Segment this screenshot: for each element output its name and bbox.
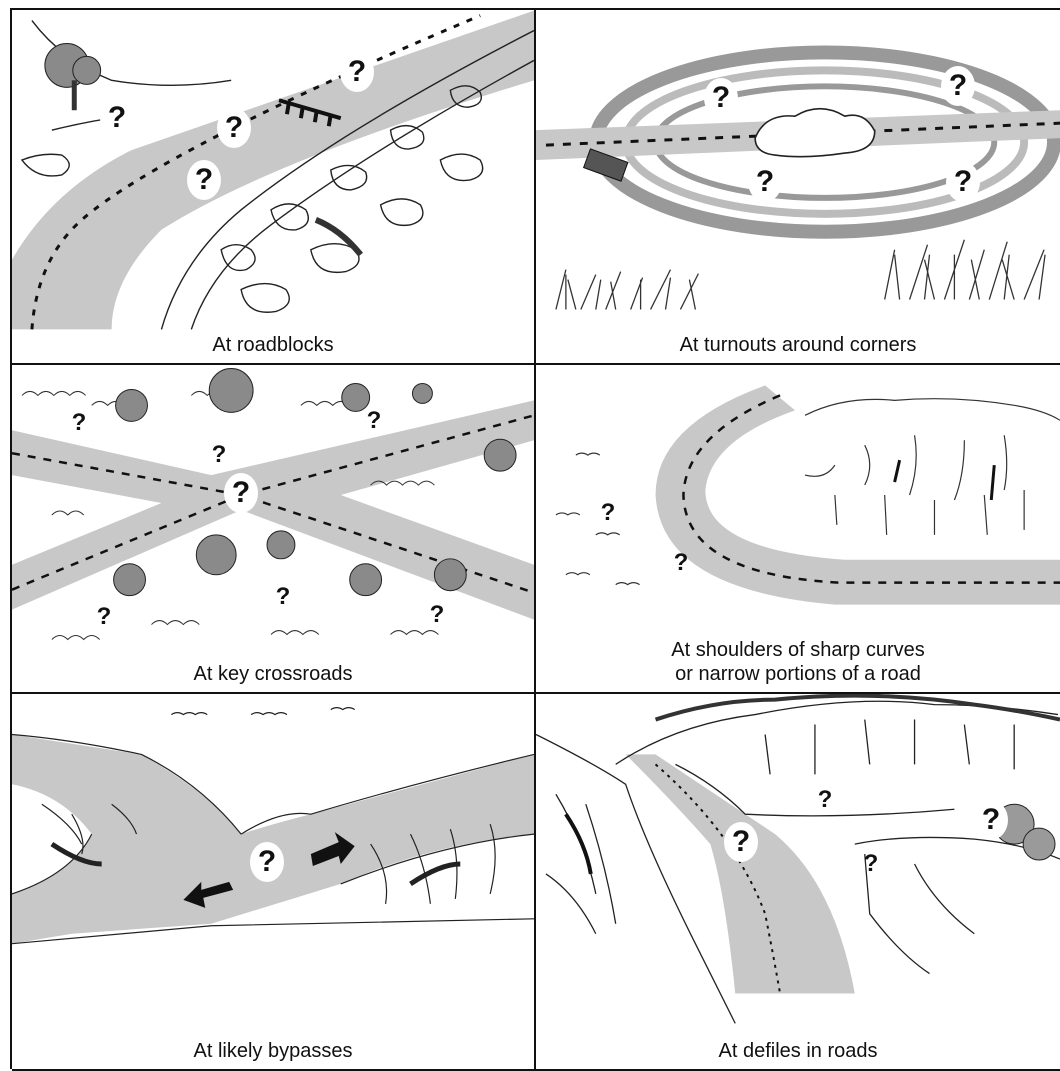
question-marker: ? — [187, 160, 221, 200]
panel-caption: At roadblocks — [12, 333, 534, 357]
turnouts-scene — [536, 10, 1060, 330]
question-marker: ? — [941, 66, 975, 106]
panel-bypasses: ? At likely bypasses — [12, 694, 536, 1071]
question-marker: ? — [974, 800, 1008, 840]
question-marker: ? — [946, 162, 980, 202]
question-marker: ? — [357, 401, 391, 441]
illustration-grid: ? ? ? ? At roadblocks ? ? ? ? At turnout… — [10, 8, 1060, 1069]
question-marker: ? — [704, 78, 738, 118]
question-marker: ? — [202, 435, 236, 475]
question-marker: ? — [100, 98, 134, 138]
panel-roadblocks: ? ? ? ? At roadblocks — [12, 10, 536, 365]
question-marker: ? — [664, 543, 698, 583]
defiles-scene — [536, 694, 1060, 1034]
panel-caption: At key crossroads — [12, 662, 534, 686]
roadblocks-scene — [12, 10, 534, 330]
question-marker: ? — [808, 780, 842, 820]
panel-defiles: ? ? ? ? At defiles in roads — [536, 694, 1060, 1071]
panel-caption: At likely bypasses — [12, 1039, 534, 1063]
question-marker: ? — [724, 822, 758, 862]
question-marker: ? — [62, 403, 96, 443]
question-marker: ? — [591, 493, 625, 533]
question-marker: ? — [87, 597, 121, 637]
panel-sharp-curves: ? ? At shoulders of sharp curves or narr… — [536, 365, 1060, 694]
question-marker: ? — [250, 842, 284, 882]
panel-caption: At turnouts around corners — [536, 333, 1060, 357]
panel-turnouts: ? ? ? ? At turnouts around corners — [536, 10, 1060, 365]
question-marker: ? — [340, 52, 374, 92]
question-marker: ? — [217, 108, 251, 148]
question-marker: ? — [854, 844, 888, 884]
panel-crossroads: ? ? ? ? ? ? ? At key crossroads — [12, 365, 536, 694]
panel-caption: At shoulders of sharp curves or narrow p… — [536, 638, 1060, 686]
panel-caption: At defiles in roads — [536, 1039, 1060, 1063]
question-marker: ? — [266, 577, 300, 617]
question-marker: ? — [748, 162, 782, 202]
question-marker: ? — [224, 473, 258, 513]
question-marker: ? — [420, 595, 454, 635]
